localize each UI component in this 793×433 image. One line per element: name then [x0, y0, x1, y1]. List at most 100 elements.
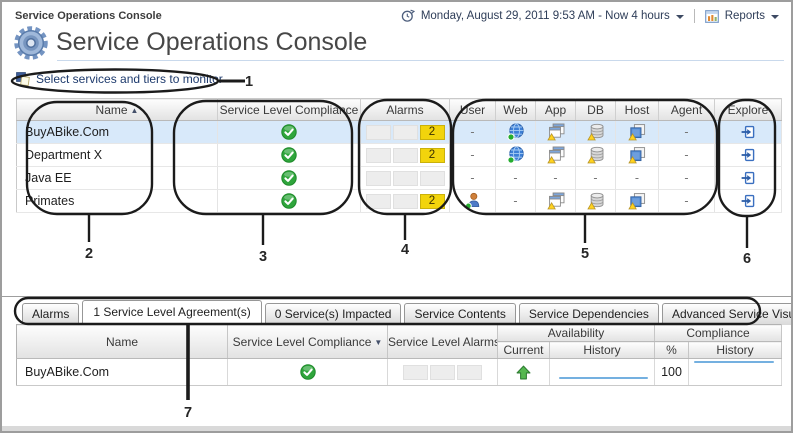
compliance-cell — [217, 189, 361, 213]
explore-cell[interactable] — [714, 189, 782, 213]
sla-column-header-percent[interactable]: % — [654, 341, 690, 359]
alarm-box — [365, 147, 391, 163]
alarm-box — [457, 364, 482, 380]
availability-current-cell — [497, 358, 550, 386]
sla-column-header-compliance-history[interactable]: History — [688, 341, 783, 359]
web-globe-online-icon — [507, 123, 525, 141]
agent-cell: - — [658, 120, 715, 144]
availability-history-cell — [549, 358, 656, 386]
alarms-cell[interactable]: 2 — [360, 120, 450, 144]
app-window-warning-icon — [547, 146, 565, 164]
tab-services-impacted[interactable]: 0 Service(s) Impacted — [264, 303, 402, 325]
service-name: BuyABike.Com — [25, 365, 110, 379]
app-cell — [535, 120, 576, 144]
web-cell — [495, 120, 536, 144]
alarm-box — [392, 124, 418, 140]
alarm-count-badge[interactable]: 2 — [419, 147, 445, 163]
reports-menu[interactable]: Reports — [724, 10, 765, 22]
bottom-strip — [2, 426, 791, 431]
dropdown-caret-icon[interactable] — [675, 15, 684, 19]
column-header-alarms[interactable]: Alarms — [360, 98, 450, 121]
column-header-db[interactable]: DB — [575, 98, 616, 121]
table-row-java-ee[interactable]: Java EE - - - - - - — [16, 166, 782, 190]
alarm-box — [392, 147, 418, 163]
column-header-service-level-compliance[interactable]: Service Level Compliance — [217, 98, 361, 121]
db-cell — [575, 189, 616, 213]
sla-column-header-availability-history[interactable]: History — [549, 341, 656, 359]
status-ok-icon — [281, 170, 297, 186]
explore-cell[interactable] — [714, 166, 782, 190]
explore-icon[interactable] — [741, 148, 755, 162]
title-underline — [57, 60, 784, 61]
time-range-selector[interactable]: Monday, August 29, 2011 9:53 AM - Now 4 … — [420, 10, 670, 22]
compliance-cell — [217, 166, 361, 190]
status-ok-icon — [281, 193, 297, 209]
tab-bar: Alarms 1 Service Level Agreement(s) 0 Se… — [22, 300, 791, 325]
alarm-box — [365, 124, 391, 140]
explore-cell[interactable] — [714, 120, 782, 144]
alarms-cell[interactable] — [360, 166, 450, 190]
tab-service-level-agreements[interactable]: 1 Service Level Agreement(s) — [82, 300, 262, 325]
column-header-name[interactable]: Name▲ — [16, 98, 218, 121]
sla-column-header-current[interactable]: Current — [497, 341, 550, 359]
service-name-cell[interactable]: Department X — [16, 143, 218, 167]
select-services-link[interactable]: Select services and tiers to monitor — [16, 72, 223, 86]
availability-percent: 100 — [661, 365, 682, 379]
table-row-department-x[interactable]: Department X 2 - - — [16, 143, 782, 167]
alarms-cell[interactable]: 2 — [360, 189, 450, 213]
tab-advanced-service-visualization[interactable]: Advanced Service Visualization — [661, 303, 791, 325]
user-cell — [449, 189, 496, 213]
select-services-label: Select services and tiers to monitor — [36, 72, 223, 86]
dropdown-caret-icon[interactable] — [771, 15, 779, 19]
service-name-cell[interactable]: Primates — [16, 189, 218, 213]
tab-service-contents[interactable]: Service Contents — [404, 303, 516, 325]
user-cell: - — [449, 166, 496, 190]
section-divider — [2, 296, 791, 297]
sort-asc-icon: ▲ — [130, 105, 139, 115]
service-name-cell[interactable]: Java EE — [16, 166, 218, 190]
alarms-cell[interactable]: 2 — [360, 143, 450, 167]
column-header-user[interactable]: User — [449, 98, 496, 121]
breadcrumb[interactable]: Service Operations Console — [15, 10, 162, 22]
app-cell: - — [535, 166, 576, 190]
column-header-host[interactable]: Host — [615, 98, 659, 121]
alarm-count-badge[interactable]: 2 — [419, 193, 445, 209]
explore-icon[interactable] — [741, 171, 755, 185]
host-warning-icon — [628, 146, 646, 164]
tab-alarms[interactable]: Alarms — [22, 303, 80, 325]
column-header-app[interactable]: App — [535, 98, 576, 121]
alarm-box — [392, 193, 418, 209]
compliance-history-cell — [688, 358, 783, 386]
table-row-primates[interactable]: Primates 2 - - — [16, 189, 782, 213]
table-row-buyabike[interactable]: BuyABike.Com 2 - - — [16, 120, 782, 144]
explore-icon[interactable] — [741, 125, 755, 139]
db-cell — [575, 143, 616, 167]
host-cell — [615, 120, 659, 144]
sla-group-header-availability: Availability — [497, 324, 656, 342]
callout-number-7: 7 — [184, 405, 192, 421]
web-cell: - — [495, 189, 536, 213]
column-header-agent[interactable]: Agent — [658, 98, 715, 121]
alarm-box — [392, 170, 418, 186]
status-ok-icon — [300, 364, 316, 380]
sla-column-header-alarms[interactable]: Service Level Alarms — [387, 324, 498, 359]
callout-number-3: 3 — [259, 249, 267, 265]
tab-service-dependencies[interactable]: Service Dependencies — [518, 303, 659, 325]
compliance-cell — [217, 120, 361, 144]
host-warning-icon — [628, 123, 646, 141]
sla-name-cell[interactable]: BuyABike.Com — [16, 358, 228, 386]
column-header-explore[interactable]: Explore — [714, 98, 782, 121]
sla-group-header-compliance: Compliance — [654, 324, 783, 342]
explore-icon[interactable] — [741, 194, 755, 208]
agent-cell: - — [658, 189, 715, 213]
sla-column-header-compliance[interactable]: Service Level Compliance▼ — [227, 324, 388, 359]
up-arrow-icon — [516, 365, 531, 380]
sla-alarms-cell — [387, 358, 498, 386]
column-header-web[interactable]: Web — [495, 98, 536, 121]
sla-table-row-buyabike[interactable]: BuyABike.Com 100 — [16, 358, 783, 386]
alarm-count-badge[interactable]: 2 — [419, 124, 445, 140]
availability-history-sparkline — [550, 359, 654, 385]
sla-column-header-name[interactable]: Name — [16, 324, 228, 359]
service-name-cell[interactable]: BuyABike.Com — [16, 120, 218, 144]
explore-cell[interactable] — [714, 143, 782, 167]
